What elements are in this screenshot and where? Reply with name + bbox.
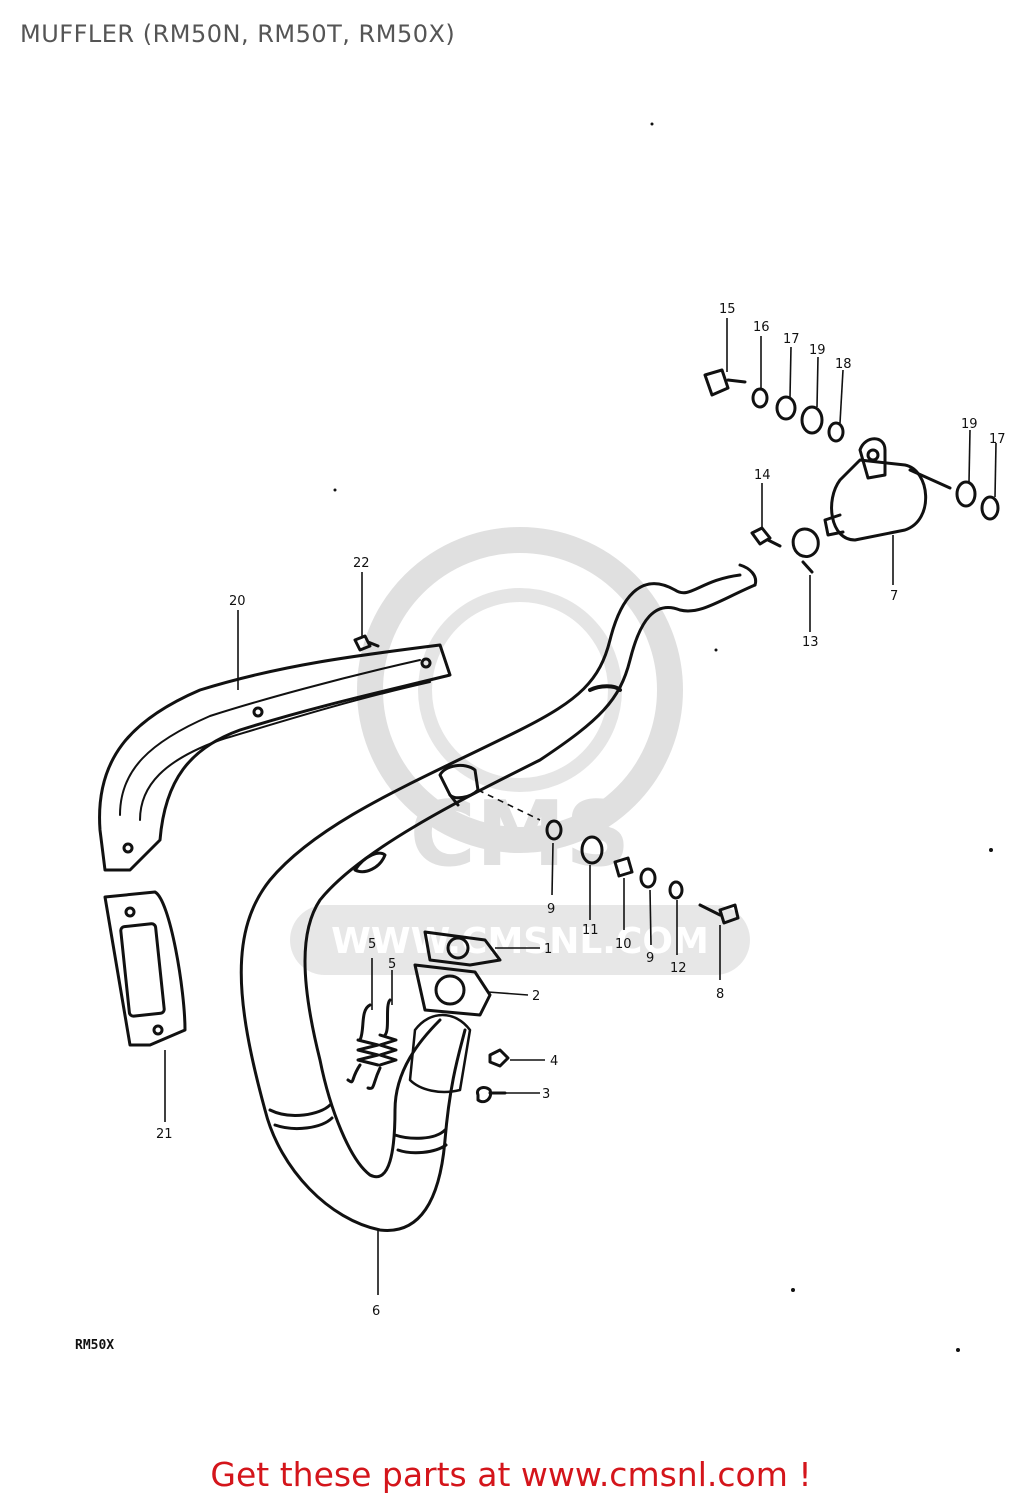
callout-9-a: 9 <box>547 902 555 917</box>
page-title: MUFFLER (RM50N, RM50T, RM50X) <box>20 20 456 48</box>
flange <box>413 963 492 1017</box>
scan-dots <box>333 122 993 1352</box>
heat-shield-lower <box>103 890 187 1047</box>
callout-3: 3 <box>542 1087 550 1102</box>
heat-shield <box>98 643 452 872</box>
washer <box>639 867 657 889</box>
clamp <box>791 527 820 558</box>
bolt <box>475 1086 507 1104</box>
callout-10: 10 <box>615 937 632 952</box>
watermark-text: WWW.CMSNL.COM <box>331 921 709 962</box>
callout-4: 4 <box>550 1054 558 1069</box>
collar <box>613 856 634 878</box>
spring-left <box>346 1003 380 1084</box>
nut <box>488 1048 510 1068</box>
callout-1: 1 <box>544 942 552 957</box>
callout-21: 21 <box>156 1127 173 1142</box>
callout-5-right: 5 <box>388 957 396 972</box>
watermark-logo: CMS WWW.CMSNL.COM <box>290 527 750 975</box>
expansion-chamber <box>239 573 742 1232</box>
gasket <box>423 930 502 967</box>
washer <box>800 405 824 435</box>
svg-text:CMS: CMS <box>410 782 630 887</box>
callout-15: 15 <box>719 302 736 317</box>
callout-12: 12 <box>670 961 687 976</box>
spring-right <box>366 998 398 1090</box>
callout-19-b: 19 <box>961 417 978 432</box>
model-label: RM50X <box>75 1338 115 1353</box>
leader-lines <box>164 318 997 1295</box>
callout-18: 18 <box>835 357 852 372</box>
callout-22: 22 <box>353 556 370 571</box>
washer <box>668 880 684 900</box>
callout-13: 13 <box>802 635 819 650</box>
callout-numbers: 1 2 3 4 5 5 6 7 8 9 9 10 11 12 13 14 15 … <box>156 302 1006 1319</box>
washer <box>545 819 563 841</box>
callout-11: 11 <box>582 923 599 938</box>
callout-2: 2 <box>532 989 540 1004</box>
callout-14: 14 <box>754 468 771 483</box>
callout-5-left: 5 <box>368 937 376 952</box>
callout-17-b: 17 <box>989 432 1006 447</box>
callout-17-a: 17 <box>783 332 800 347</box>
washer <box>955 480 977 508</box>
callout-8: 8 <box>716 987 724 1002</box>
washer <box>751 387 769 409</box>
washer <box>827 421 845 443</box>
washer <box>980 495 1000 521</box>
grommet <box>580 835 604 865</box>
callout-19-a: 19 <box>809 343 826 358</box>
callout-7: 7 <box>890 589 898 604</box>
bolt <box>750 526 782 548</box>
bolt <box>698 903 740 925</box>
callout-6: 6 <box>372 1304 380 1319</box>
footer-link-text[interactable]: Get these parts at www.cmsnl.com ! <box>210 1455 812 1494</box>
washer <box>775 395 797 421</box>
bolt <box>703 368 747 397</box>
callout-16: 16 <box>753 320 770 335</box>
callout-20: 20 <box>229 594 246 609</box>
callout-9-b: 9 <box>646 951 654 966</box>
